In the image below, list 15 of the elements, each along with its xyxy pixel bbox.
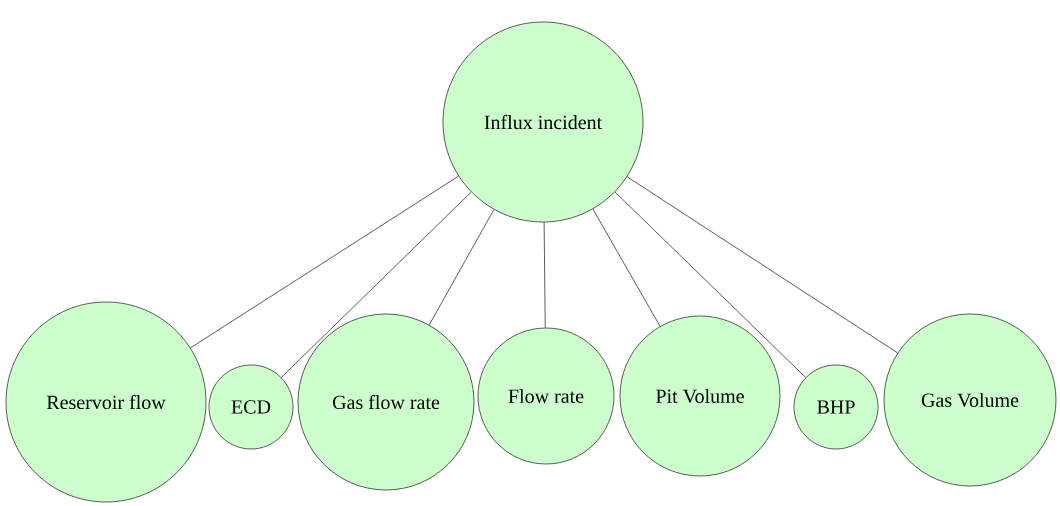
connector-line	[428, 209, 495, 326]
circle-node: Gas Volume	[883, 313, 1057, 487]
connector-line	[543, 222, 546, 328]
circle-node: BHP	[793, 364, 879, 450]
connector-line	[592, 208, 661, 327]
circle-node: Pit Volume	[619, 315, 781, 477]
circle-node: Reservoir flow	[5, 301, 207, 503]
circle-node: Influx incident	[442, 21, 644, 223]
connector-line	[280, 191, 472, 378]
circle-node: Flow rate	[477, 327, 615, 465]
connector-line	[614, 191, 806, 378]
circle-node: Gas flow rate	[297, 313, 475, 491]
connector-line	[626, 176, 898, 354]
connector-line	[190, 175, 459, 349]
circle-node: ECD	[208, 364, 294, 450]
